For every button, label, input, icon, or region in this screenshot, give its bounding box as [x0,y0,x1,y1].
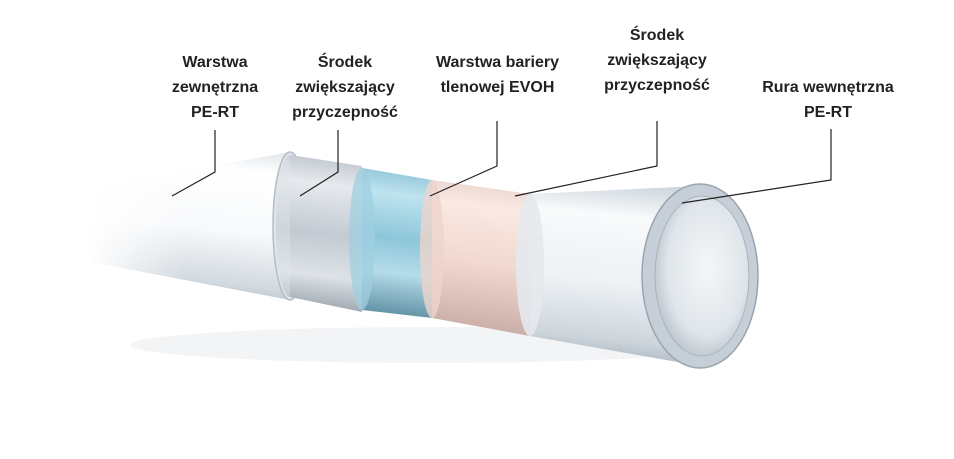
label-evoh-line1: Warstwa bariery [435,54,559,71]
label-outer-line2: zewnętrzna [171,79,259,96]
label-adhesive-2-line1: Środek [629,27,685,44]
inner-pipe [516,183,759,369]
adhesive-layer-2 [420,180,530,336]
label-outer-line1: Warstwa [182,54,248,71]
leader-inner [681,129,832,204]
evoh-barrier-layer [349,168,432,318]
label-evoh-barrier: Warstwa bariery tlenowej EVOH [415,50,580,100]
label-adhesive-1-line3: przyczepność [292,104,398,121]
leader-evoh [429,121,498,197]
label-adhesive-2: Środek zwiększający przyczepność [582,23,732,98]
leader-adhesive-1 [299,130,339,197]
label-adhesive-2-line2: zwiększający [607,52,707,69]
label-adhesive-2-line3: przyczepność [604,77,710,94]
label-adhesive-1-line1: Środek [317,54,373,71]
label-adhesive-1-line2: zwiększający [295,79,395,96]
label-evoh-line2: tlenowej EVOH [440,79,555,96]
leader-adhesive-2 [514,121,658,197]
label-outer-layer: Warstwa zewnętrzna PE-RT [155,50,275,125]
leader-lines [171,121,832,204]
leader-outer [171,130,216,197]
label-inner-pipe: Rura wewnętrzna PE-RT [738,75,918,125]
inner-pipe-bore [654,195,750,357]
label-outer-line3: PE-RT [191,104,239,121]
label-inner-line1: Rura wewnętrzna [762,79,894,96]
adhesive-layer-1 [276,155,362,312]
label-inner-line2: PE-RT [804,104,852,121]
outer-layer [60,150,308,302]
label-adhesive-1: Środek zwiększający przyczepność [270,50,420,125]
